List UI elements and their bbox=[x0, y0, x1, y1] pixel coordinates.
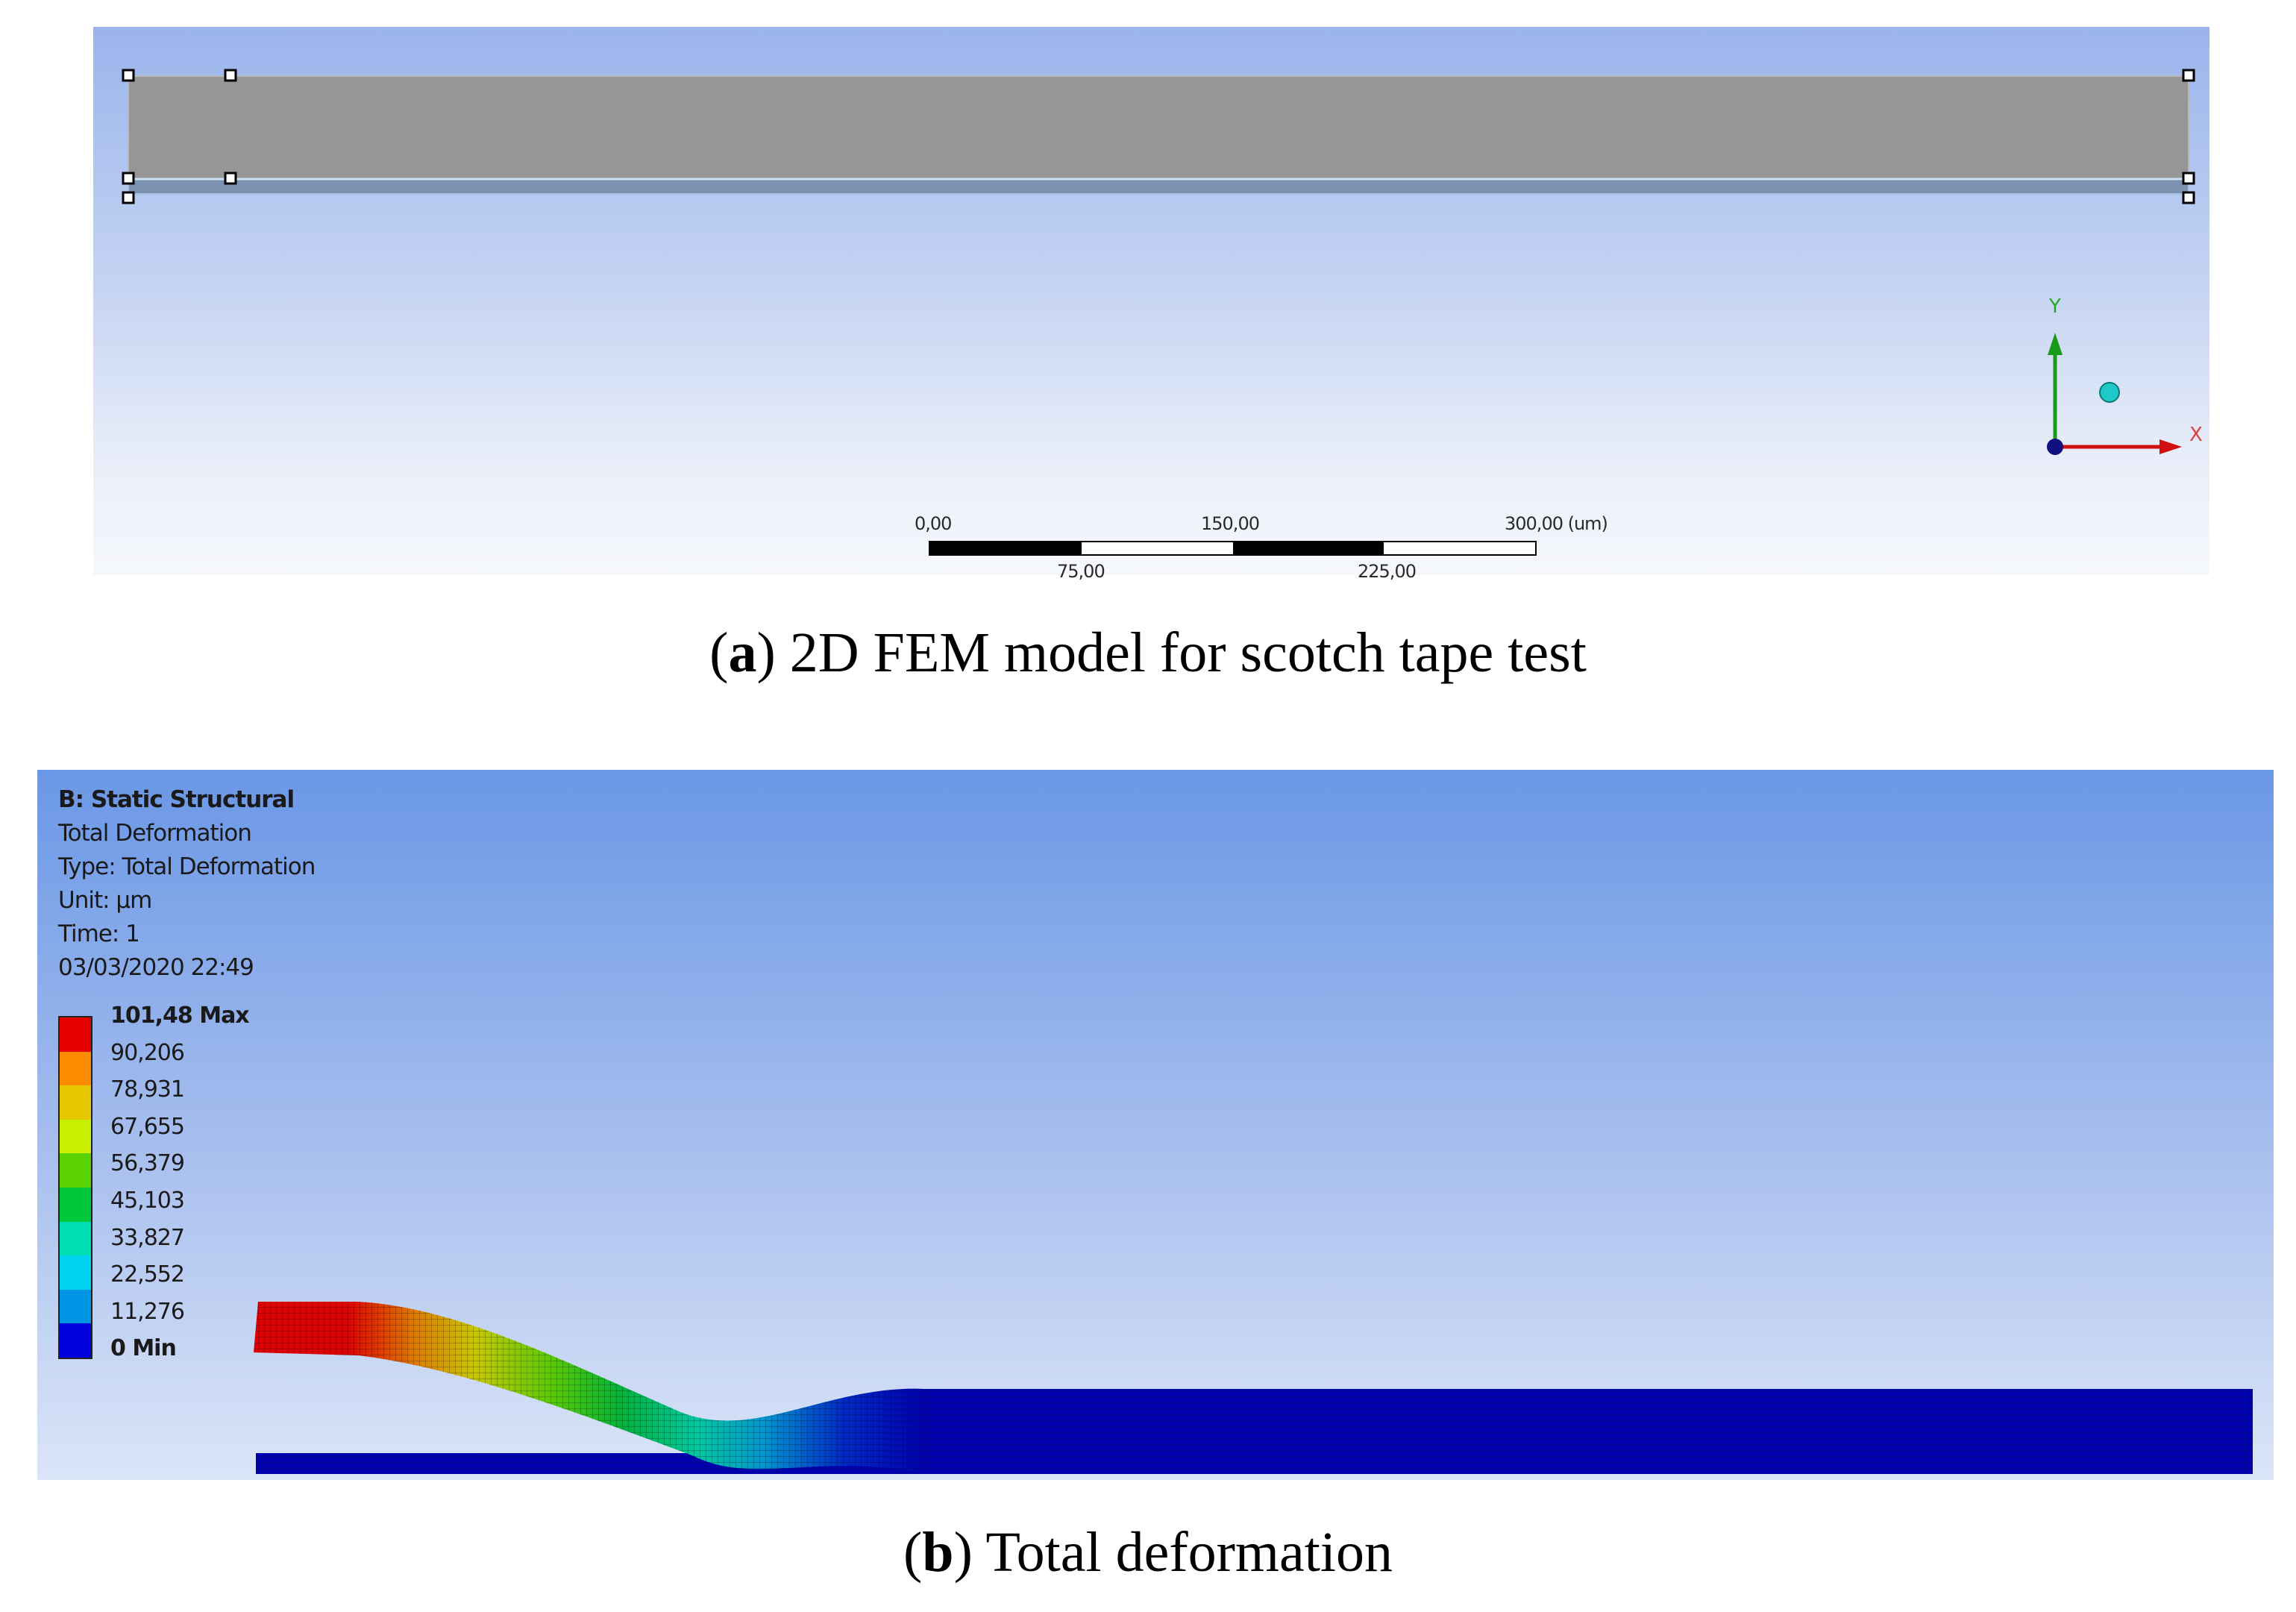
caption-b: (b) Total deformation bbox=[903, 1521, 1393, 1584]
caption-a-text: 2D FEM model for scotch tape test bbox=[789, 621, 1587, 684]
legend-value: 45,103 bbox=[110, 1188, 185, 1214]
legend-value: 11,276 bbox=[110, 1299, 185, 1325]
legend-swatch bbox=[60, 1017, 91, 1052]
legend-swatch bbox=[60, 1085, 91, 1120]
coordinate-triad: Y X bbox=[2047, 295, 2203, 455]
legend-value: 56,379 bbox=[110, 1150, 185, 1176]
legend-value: 67,655 bbox=[110, 1114, 185, 1140]
legend-value: 101,48 Max bbox=[110, 1003, 250, 1029]
scale-label-150: 150,00 bbox=[1201, 513, 1260, 534]
result-name: Total Deformation bbox=[58, 820, 252, 847]
legend-swatch bbox=[60, 1153, 91, 1188]
legend-value: 78,931 bbox=[110, 1076, 185, 1103]
legend-value: 22,552 bbox=[110, 1261, 185, 1288]
legend-swatches bbox=[58, 1016, 92, 1359]
model-geometry: Y X bbox=[122, 69, 2203, 455]
legend-swatch bbox=[60, 1255, 91, 1290]
result-time: Time: 1 bbox=[58, 921, 140, 947]
triad-x-label: X bbox=[2189, 424, 2203, 446]
legend-value: 90,206 bbox=[110, 1040, 185, 1066]
model-viewport[interactable]: Y X 0,00 150,00 300,00 (um) 75,00 225,00 bbox=[93, 27, 2209, 582]
caption-b-tag: b bbox=[922, 1521, 954, 1584]
caption-a-tag: a bbox=[728, 621, 757, 684]
scale-label-300: 300,00 (um) bbox=[1505, 513, 1608, 534]
legend-swatch bbox=[60, 1323, 91, 1358]
legend-swatch bbox=[60, 1119, 91, 1154]
legend-value: 0 Min bbox=[110, 1335, 177, 1361]
scale-label-225: 225,00 bbox=[1358, 561, 1417, 582]
scale-label-75: 75,00 bbox=[1057, 561, 1105, 582]
deformation-plot bbox=[254, 1302, 2253, 1474]
scale-label-0: 0,00 bbox=[915, 513, 952, 534]
legend-swatch bbox=[60, 1051, 91, 1086]
legend-value: 33,827 bbox=[110, 1225, 185, 1251]
caption-a: (a) 2D FEM model for scotch tape test bbox=[709, 621, 1587, 684]
substrate-body bbox=[128, 178, 2189, 195]
scale-bar-graphic bbox=[929, 541, 1537, 556]
legend-swatch bbox=[60, 1289, 91, 1324]
triad-y-label: Y bbox=[2048, 295, 2061, 318]
tape-body bbox=[128, 75, 2189, 180]
legend-swatch bbox=[60, 1187, 91, 1222]
caption-b-text: Total deformation bbox=[985, 1521, 1393, 1584]
result-type: Type: Total Deformation bbox=[58, 853, 316, 880]
legend-swatch bbox=[60, 1221, 91, 1256]
vertex-markers bbox=[122, 69, 2195, 204]
scale-bar: 0,00 150,00 300,00 (um) 75,00 225,00 bbox=[839, 488, 1608, 582]
result-info: B: Static Structural Total Deformation T… bbox=[58, 783, 316, 985]
result-date: 03/03/2020 22:49 bbox=[58, 954, 254, 981]
analysis-title: B: Static Structural bbox=[58, 786, 295, 813]
result-viewport[interactable]: B: Static Structural Total Deformation T… bbox=[37, 770, 2274, 1480]
result-unit: Unit: μm bbox=[58, 887, 152, 914]
